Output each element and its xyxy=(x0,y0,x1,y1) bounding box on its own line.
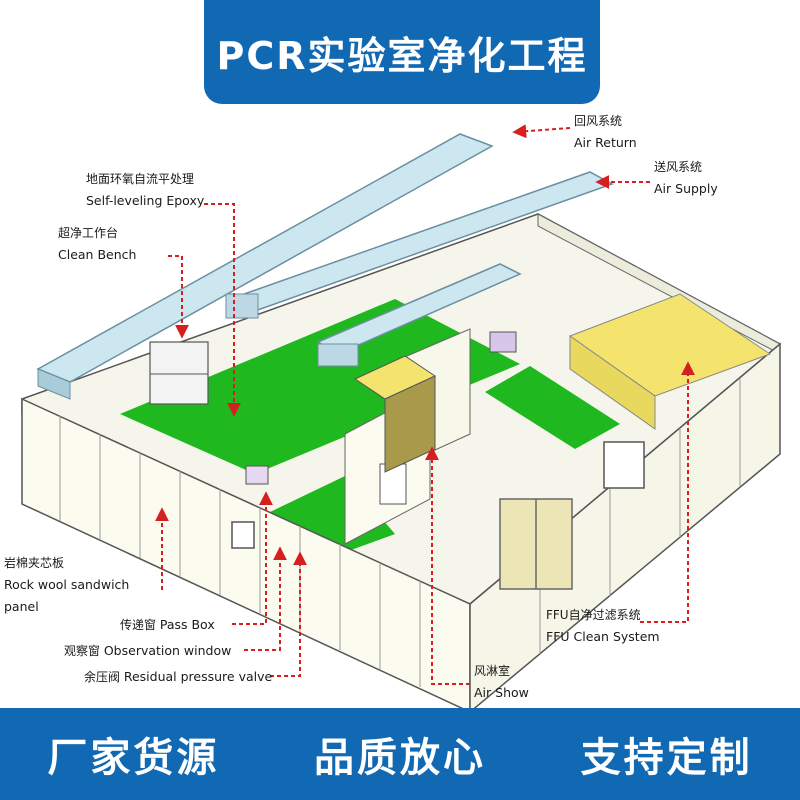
label-air-supply: 送风系统 Air Supply xyxy=(654,156,718,200)
slogan-quality: 品质放心 xyxy=(313,735,486,781)
label-self-leveling: 地面环氧自流平处理 Self-leveling Epoxy xyxy=(86,168,204,212)
front-wall-left xyxy=(21,397,471,708)
duct-box xyxy=(317,343,359,367)
label-air-return-en: Air Return xyxy=(574,135,637,150)
front-wall-right xyxy=(469,342,781,708)
label-ffu-zh: FFU自净过滤系统 xyxy=(546,608,641,622)
duct-box-2 xyxy=(225,293,259,319)
label-rock-wool: 岩棉夹芯板 Rock wool sandwich panel xyxy=(4,552,129,618)
label-air-show: 风淋室 Air Show xyxy=(474,660,529,704)
label-pass-box: 传递窗 Pass Box xyxy=(120,614,215,636)
air-return-duct-side xyxy=(37,368,71,400)
label-air-supply-en: Air Supply xyxy=(654,181,718,196)
pass-box-small xyxy=(245,465,269,485)
label-observation: 观察窗 Observation window xyxy=(64,640,231,662)
label-pass-box-en: Pass Box xyxy=(159,617,215,632)
label-observation-en: Observation window xyxy=(103,643,232,658)
label-pressure-valve-zh: 余压阀 xyxy=(84,670,121,684)
pass-box-door xyxy=(379,463,407,505)
label-clean-bench: 超净工作台 Clean Bench xyxy=(58,222,136,266)
lab-diagram: 回风系统 Air Return 送风系统 Air Supply 地面环氧自流平处… xyxy=(0,104,800,708)
label-ffu: FFU自净过滤系统 FFU Clean System xyxy=(546,604,660,648)
label-observation-zh: 观察窗 xyxy=(64,644,101,658)
label-clean-bench-en: Clean Bench xyxy=(58,247,137,262)
label-pass-box-zh: 传递窗 xyxy=(120,618,157,632)
label-air-show-zh: 风淋室 xyxy=(474,664,511,678)
label-pressure-valve: 余压阀 Residual pressure valve xyxy=(84,666,272,688)
title-banner: PCR实验室净化工程 xyxy=(204,0,600,104)
slogan-bar: 厂家货源 品质放心 支持定制 xyxy=(0,708,800,800)
label-air-return: 回风系统 Air Return xyxy=(574,110,637,154)
label-air-supply-zh: 送风系统 xyxy=(654,160,703,174)
pass-box xyxy=(489,331,517,353)
label-clean-bench-zh: 超净工作台 xyxy=(58,226,119,240)
page-title: PCR实验室净化工程 xyxy=(216,33,588,78)
label-rock-wool-en: Rock wool sandwich xyxy=(4,577,130,592)
label-air-show-en: Air Show xyxy=(474,685,529,700)
label-pressure-valve-en: Residual pressure valve xyxy=(123,669,273,684)
callout-arrows xyxy=(155,124,695,685)
ffu-front xyxy=(569,335,656,430)
label-ffu-en: FFU Clean System xyxy=(546,629,660,644)
label-rock-wool-en2: panel xyxy=(4,599,39,614)
green-floor-right xyxy=(485,366,620,449)
slogan-factory-source: 厂家货源 xyxy=(47,735,220,781)
observation-window-left xyxy=(231,521,255,549)
label-self-leveling-en: Self-leveling Epoxy xyxy=(86,193,205,208)
label-rock-wool-zh: 岩棉夹芯板 xyxy=(4,556,65,570)
label-air-return-zh: 回风系统 xyxy=(574,114,623,128)
slogan-custom: 支持定制 xyxy=(580,735,753,781)
lab-illustration xyxy=(21,124,782,708)
green-floor-main xyxy=(120,299,520,474)
label-self-leveling-zh: 地面环氧自流平处理 xyxy=(86,172,195,186)
observation-window-right xyxy=(603,441,645,489)
clean-bench xyxy=(149,341,209,405)
